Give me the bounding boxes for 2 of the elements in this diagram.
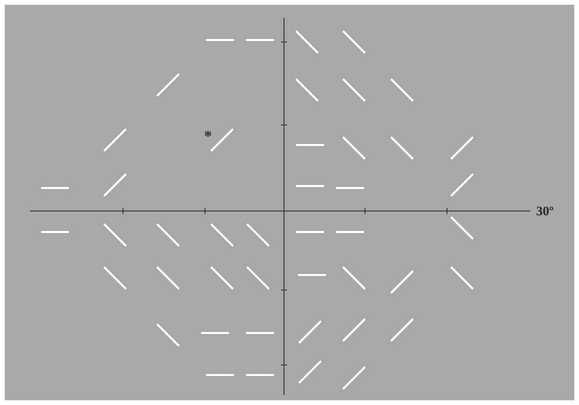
axis-label: 30º	[536, 206, 554, 216]
asterisk-label: *	[204, 130, 212, 137]
